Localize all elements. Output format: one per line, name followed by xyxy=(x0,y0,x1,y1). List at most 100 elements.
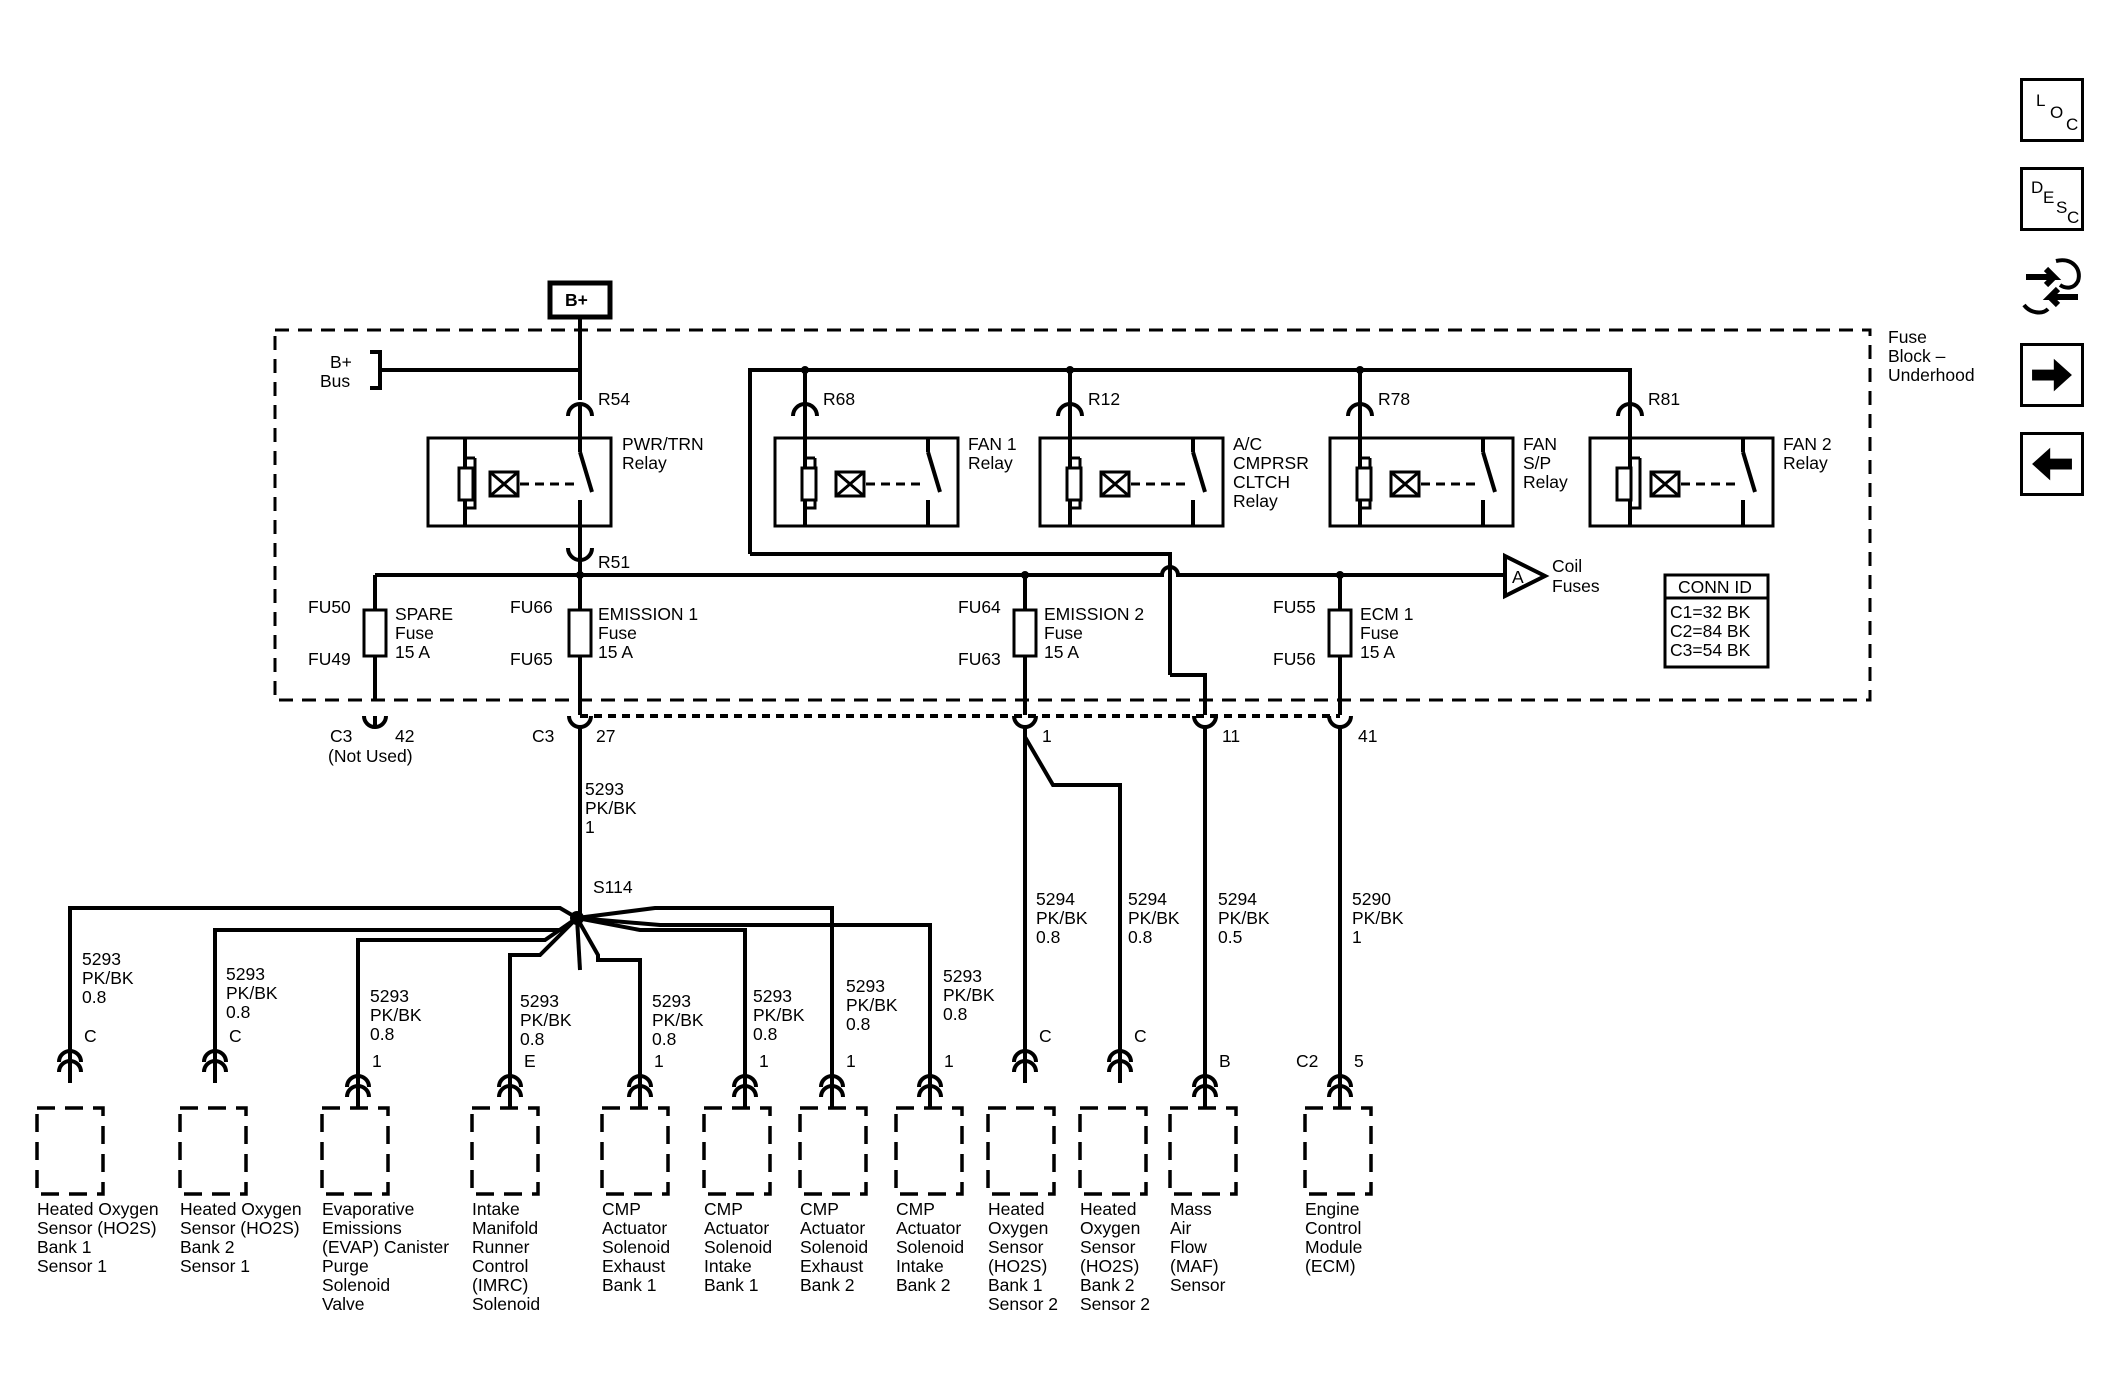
component-label: Intake xyxy=(896,1256,944,1276)
component-label: Bank 1 xyxy=(602,1275,656,1295)
svg-text:PK/BK: PK/BK xyxy=(652,1010,704,1030)
component-label: CMP xyxy=(896,1199,935,1219)
svg-text:FU55: FU55 xyxy=(1273,597,1316,617)
component-label: Runner xyxy=(472,1237,530,1257)
svg-text:Relay: Relay xyxy=(622,453,667,473)
svg-text:5293: 5293 xyxy=(370,986,409,1006)
svg-text:PK/BK: PK/BK xyxy=(846,995,898,1015)
component-label: (ECM) xyxy=(1305,1256,1356,1276)
svg-text:5293: 5293 xyxy=(846,976,885,996)
svg-text:Fuse: Fuse xyxy=(598,623,637,643)
svg-text:5294: 5294 xyxy=(1128,889,1167,909)
svg-text:Underhood: Underhood xyxy=(1888,365,1975,385)
component-label: Engine xyxy=(1305,1199,1360,1219)
location-button[interactable]: L O C xyxy=(2020,78,2084,142)
component-pin: C xyxy=(229,1026,242,1046)
component-box xyxy=(1078,1106,1148,1196)
component-pin: 5 xyxy=(1354,1051,1364,1071)
svg-text:R68: R68 xyxy=(823,389,855,409)
coil-fuses-arrow xyxy=(1503,552,1550,600)
svg-text:41: 41 xyxy=(1358,726,1377,746)
svg-text:ECM 1: ECM 1 xyxy=(1360,604,1413,624)
svg-text:Fuse: Fuse xyxy=(1360,623,1399,643)
component-label: Purge xyxy=(322,1256,369,1276)
component-label: Control xyxy=(472,1256,528,1276)
bus-label-2: Bus xyxy=(320,371,350,391)
svg-text:27: 27 xyxy=(596,726,615,746)
svg-text:CMPRSR: CMPRSR xyxy=(1233,453,1309,473)
svg-text:5290: 5290 xyxy=(1352,889,1391,909)
component-label: Sensor 1 xyxy=(37,1256,107,1276)
svg-text:FAN: FAN xyxy=(1523,434,1557,454)
fan-2-relay: R81 FAN 2 Relay xyxy=(1588,389,1832,528)
svg-text:R54: R54 xyxy=(598,389,630,409)
bus-label-1: B+ xyxy=(330,352,352,372)
svg-text:EMISSION 1: EMISSION 1 xyxy=(598,604,698,624)
svg-text:1: 1 xyxy=(1042,726,1052,746)
svg-text:15 A: 15 A xyxy=(395,642,430,662)
svg-text:FAN 1: FAN 1 xyxy=(968,434,1017,454)
svg-text:PK/BK: PK/BK xyxy=(753,1005,805,1025)
component-box xyxy=(798,1106,868,1196)
svg-text:Block –: Block – xyxy=(1888,346,1946,366)
svg-text:FU56: FU56 xyxy=(1273,649,1316,669)
svg-text:C3: C3 xyxy=(532,726,554,746)
component-box xyxy=(600,1106,670,1196)
fuse-feed-bus xyxy=(375,565,1505,577)
connector-c3-terminals xyxy=(362,715,1353,729)
component-label: Exhaust xyxy=(800,1256,863,1276)
component-connector: C2 xyxy=(1296,1051,1318,1071)
component-label: (HO2S) xyxy=(1080,1256,1139,1276)
component-label: Control xyxy=(1305,1218,1361,1238)
fan-relay-bus xyxy=(748,368,1632,554)
svg-text:5293: 5293 xyxy=(226,964,265,984)
component-label: (MAF) xyxy=(1170,1256,1219,1276)
component-label: Emissions xyxy=(322,1218,402,1238)
connector-swap-icon xyxy=(2022,258,2081,315)
component-box xyxy=(470,1106,540,1196)
svg-text:R81: R81 xyxy=(1648,389,1680,409)
svg-text:FAN 2: FAN 2 xyxy=(1783,434,1832,454)
svg-text:PK/BK: PK/BK xyxy=(943,985,995,1005)
component-label: Heated Oxygen xyxy=(37,1199,159,1219)
svg-text:PK/BK: PK/BK xyxy=(226,983,278,1003)
component-label: CMP xyxy=(704,1199,743,1219)
spare-fuse: FU50 FU49 SPARE Fuse 15 A xyxy=(308,575,453,700)
component-label: Manifold xyxy=(472,1218,538,1238)
component-pin: C xyxy=(1039,1026,1052,1046)
coil-fuses-label-1: Coil xyxy=(1552,556,1582,576)
component-label: Solenoid xyxy=(896,1237,964,1257)
component-box xyxy=(702,1106,772,1196)
component-pin: 1 xyxy=(654,1051,664,1071)
component-label: Mass xyxy=(1170,1199,1212,1219)
component-label: Exhaust xyxy=(602,1256,665,1276)
svg-text:FU65: FU65 xyxy=(510,649,553,669)
component-box xyxy=(35,1106,105,1196)
previous-page-button[interactable] xyxy=(2020,432,2084,496)
component-label: (HO2S) xyxy=(988,1256,1047,1276)
fuse-block-label: Fuse Block – Underhood xyxy=(1888,327,1975,385)
ac-compressor-clutch-relay: R12 A/C CMPRSR CLTCH Relay xyxy=(1038,389,1309,528)
emission-1-fuse: FU66 FU65 EMISSION 1 Fuse 15 A xyxy=(510,575,698,715)
component-pin: 1 xyxy=(944,1051,954,1071)
svg-text:5294: 5294 xyxy=(1036,889,1075,909)
conn-id-table: CONN ID C1=32 BK C2=84 BK C3=54 BK xyxy=(1663,573,1770,669)
svg-text:PK/BK: PK/BK xyxy=(1218,908,1270,928)
connector-swap-button[interactable] xyxy=(2020,255,2084,319)
description-button[interactable]: D E S C xyxy=(2020,167,2084,231)
next-page-button[interactable] xyxy=(2020,343,2084,407)
component-4: EIntakeManifoldRunnerControl(IMRC)Soleno… xyxy=(470,1051,540,1314)
component-label: Bank 1 xyxy=(704,1275,758,1295)
component-label: Bank 2 xyxy=(896,1275,950,1295)
svg-text:0.8: 0.8 xyxy=(943,1004,967,1024)
svg-text:0.8: 0.8 xyxy=(226,1002,250,1022)
arrow-right-icon xyxy=(2032,358,2072,392)
